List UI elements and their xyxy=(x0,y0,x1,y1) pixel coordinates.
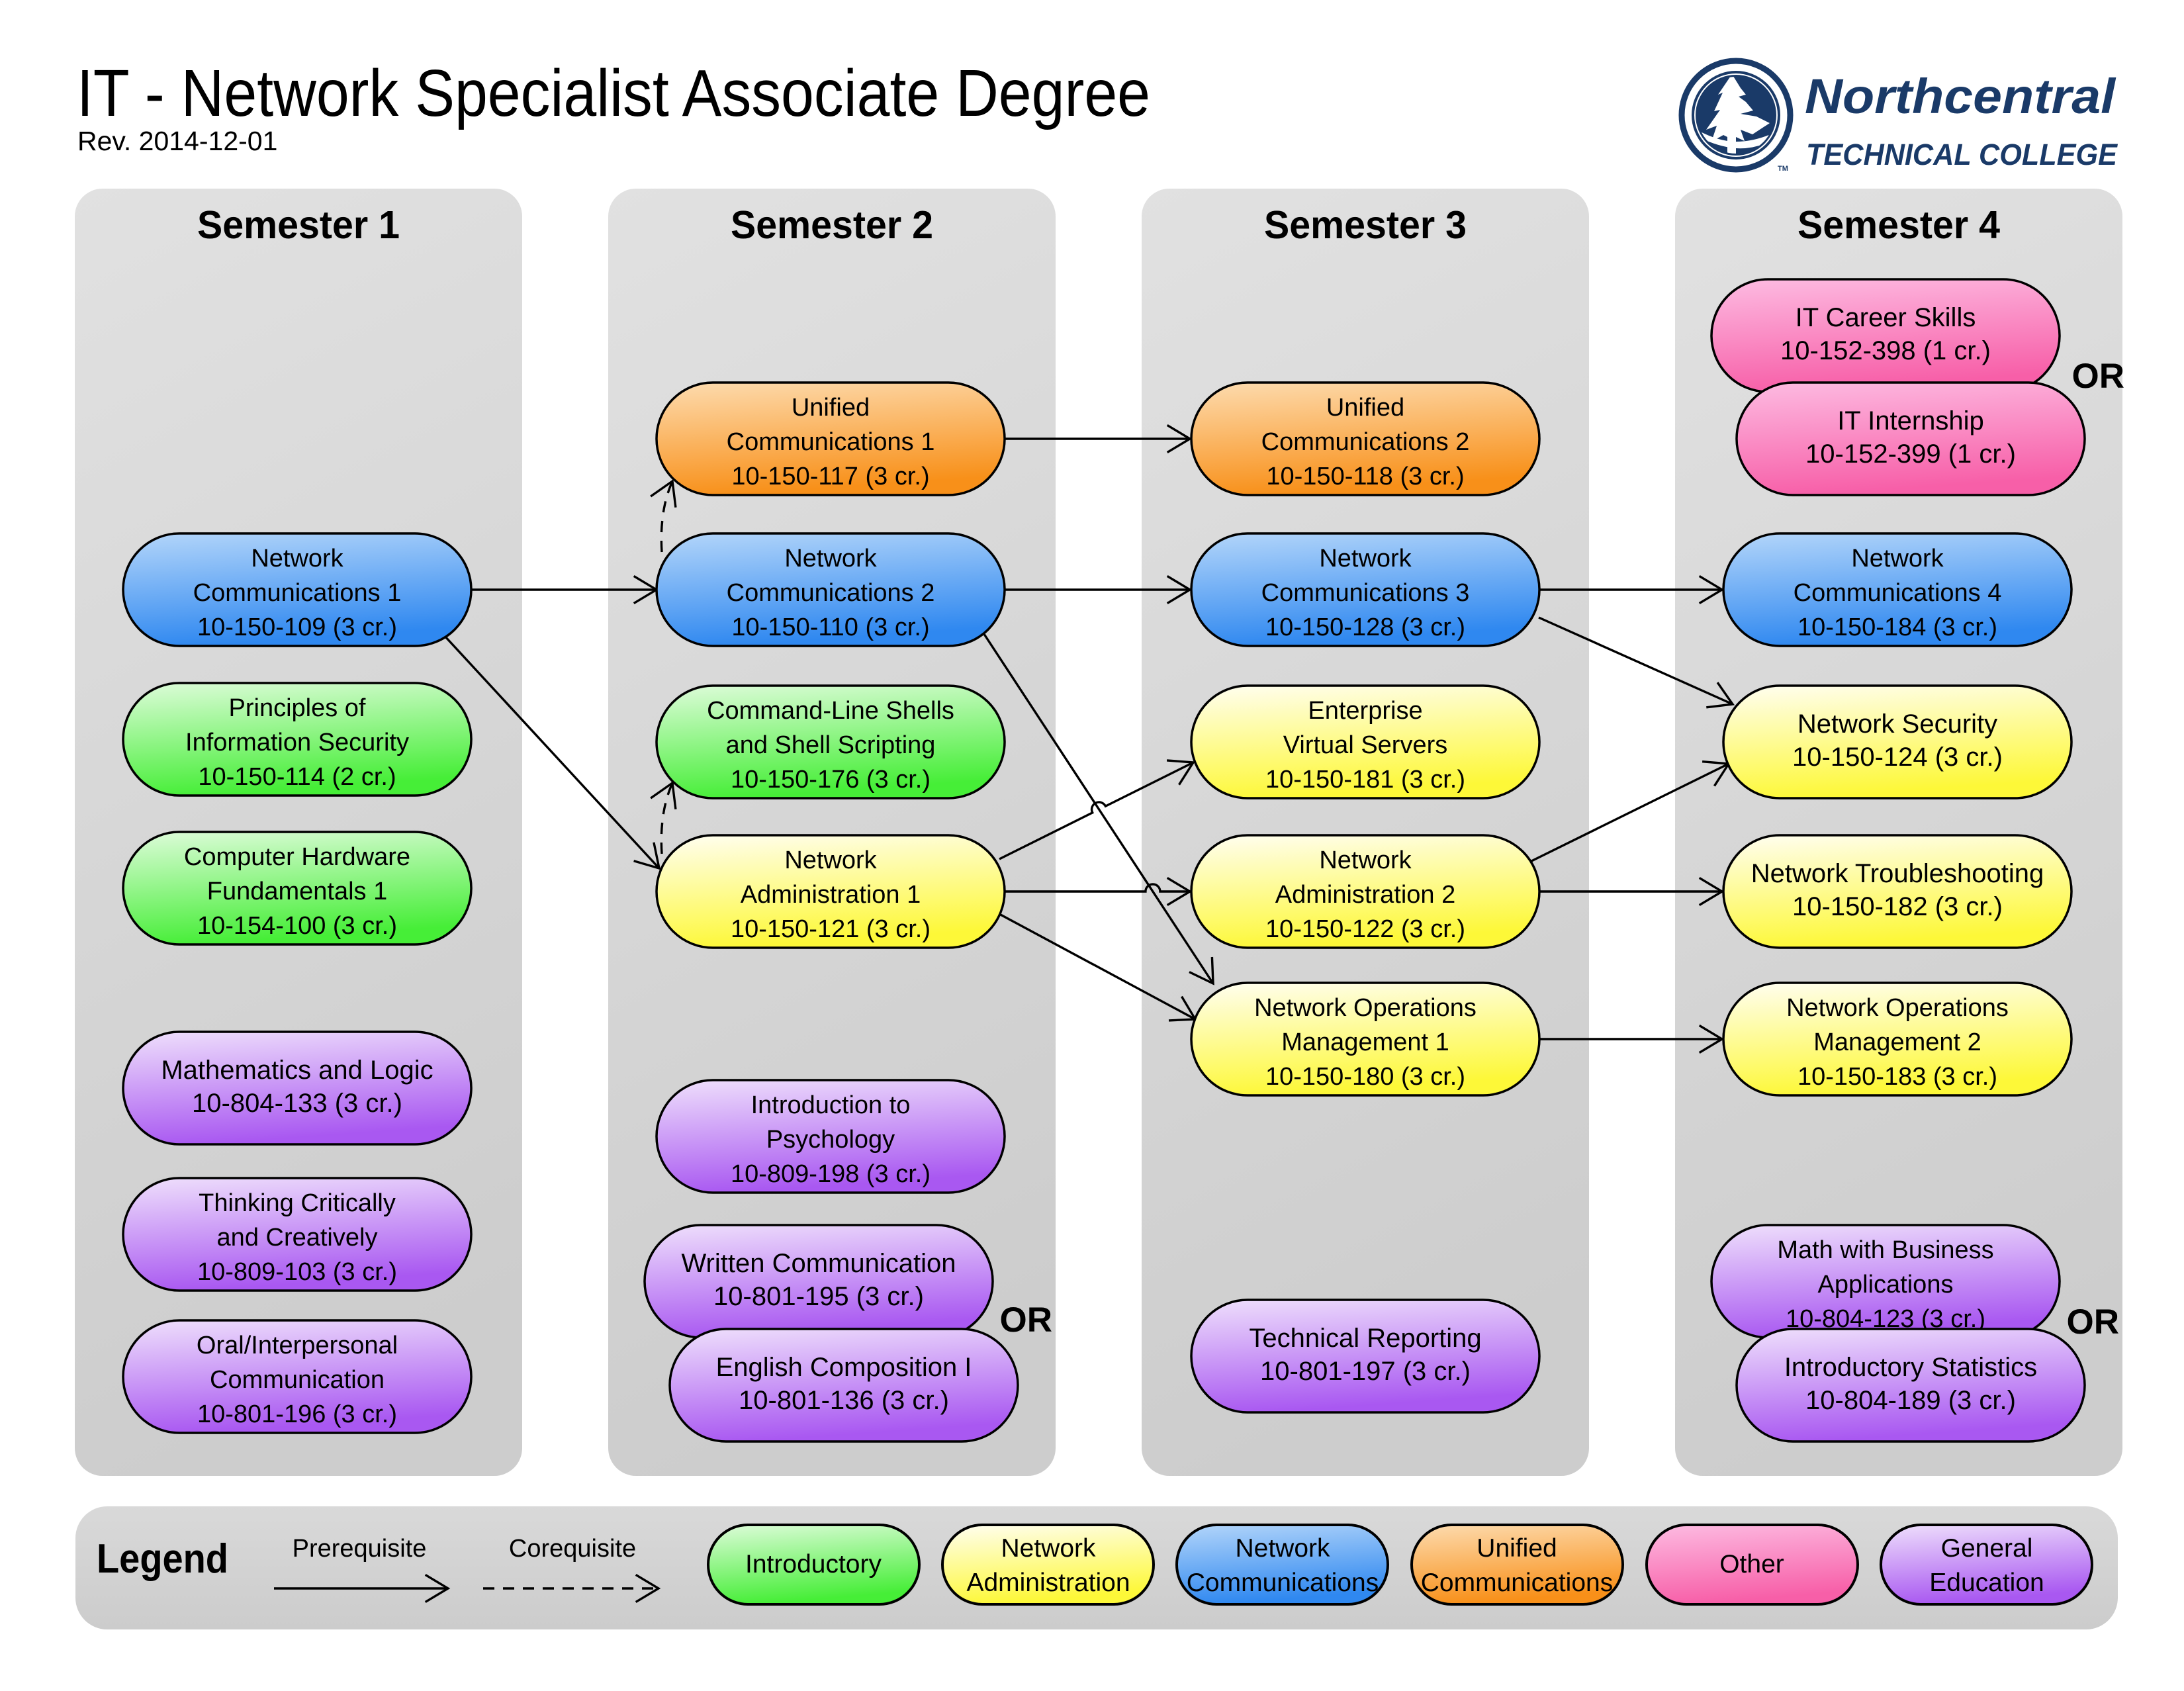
svg-text:Psychology: Psychology xyxy=(766,1126,895,1154)
svg-text:10-801-195 (3 cr.): 10-801-195 (3 cr.) xyxy=(713,1282,924,1311)
svg-text:Education: Education xyxy=(1929,1569,2044,1597)
svg-text:Technical Reporting: Technical Reporting xyxy=(1249,1324,1481,1353)
svg-text:Semester 1: Semester 1 xyxy=(197,203,400,247)
svg-text:Network Operations: Network Operations xyxy=(1254,994,1477,1022)
svg-text:10-150-180 (3 cr.): 10-150-180 (3 cr.) xyxy=(1265,1063,1465,1091)
svg-text:Communications: Communications xyxy=(1421,1569,1613,1597)
svg-text:Management 1: Management 1 xyxy=(1281,1028,1449,1056)
svg-text:Information Security: Information Security xyxy=(185,729,409,756)
svg-text:Corequisite: Corequisite xyxy=(509,1535,636,1563)
svg-text:Thinking Critically: Thinking Critically xyxy=(199,1189,396,1217)
svg-text:OR: OR xyxy=(1000,1301,1053,1340)
svg-text:Network: Network xyxy=(1851,545,1944,572)
svg-text:Network: Network xyxy=(1001,1534,1096,1563)
svg-text:IT - Network Specialist Associ: IT - Network Specialist Associate Degree xyxy=(77,56,1150,130)
svg-text:Network: Network xyxy=(1319,846,1412,874)
svg-text:OR: OR xyxy=(2072,357,2125,396)
svg-text:10-150-176 (3 cr.): 10-150-176 (3 cr.) xyxy=(731,766,931,794)
svg-text:Communications 4: Communications 4 xyxy=(1794,579,2002,607)
svg-text:Administration: Administration xyxy=(966,1569,1130,1597)
svg-text:10-150-122 (3 cr.): 10-150-122 (3 cr.) xyxy=(1265,915,1465,943)
svg-text:Applications: Applications xyxy=(1818,1271,1954,1299)
svg-text:IT Career Skills: IT Career Skills xyxy=(1796,303,1976,332)
svg-text:Command-Line Shells: Command-Line Shells xyxy=(707,697,954,725)
svg-text:Administration 2: Administration 2 xyxy=(1275,881,1455,909)
svg-text:Semester 3: Semester 3 xyxy=(1264,203,1467,247)
svg-text:10-801-136 (3 cr.): 10-801-136 (3 cr.) xyxy=(739,1386,949,1415)
svg-text:Other: Other xyxy=(1719,1550,1784,1578)
svg-text:10-809-103 (3 cr.): 10-809-103 (3 cr.) xyxy=(197,1258,397,1286)
svg-text:Fundamentals 1: Fundamentals 1 xyxy=(207,878,388,905)
svg-text:Communications 2: Communications 2 xyxy=(1261,428,1470,456)
svg-text:and Creatively: and Creatively xyxy=(217,1224,378,1252)
svg-text:IT Internship: IT Internship xyxy=(1837,406,1984,435)
svg-text:10-804-133 (3 cr.): 10-804-133 (3 cr.) xyxy=(192,1089,402,1118)
svg-text:10-150-121 (3 cr.): 10-150-121 (3 cr.) xyxy=(731,915,931,943)
svg-text:Network: Network xyxy=(784,846,877,874)
svg-text:Introduction to: Introduction to xyxy=(751,1091,911,1119)
svg-text:Communications 1: Communications 1 xyxy=(727,428,935,456)
svg-text:Network: Network xyxy=(1319,545,1412,572)
svg-text:TM: TM xyxy=(1778,165,1788,173)
svg-text:Network: Network xyxy=(251,545,343,572)
svg-text:Network: Network xyxy=(784,545,877,572)
svg-text:and Shell Scripting: and Shell Scripting xyxy=(726,731,936,759)
svg-text:10-152-398 (1 cr.): 10-152-398 (1 cr.) xyxy=(1780,336,1991,365)
svg-text:Northcentral: Northcentral xyxy=(1805,69,2116,124)
svg-text:10-801-196 (3 cr.): 10-801-196 (3 cr.) xyxy=(197,1400,397,1428)
svg-text:Semester 2: Semester 2 xyxy=(731,203,933,247)
svg-text:Unified: Unified xyxy=(792,394,870,422)
svg-text:OR: OR xyxy=(2067,1303,2120,1342)
svg-text:Mathematics and Logic: Mathematics and Logic xyxy=(161,1056,433,1085)
svg-text:Communications 3: Communications 3 xyxy=(1261,579,1470,607)
svg-text:10-801-197 (3 cr.): 10-801-197 (3 cr.) xyxy=(1260,1357,1471,1386)
svg-text:Written Communication: Written Communication xyxy=(682,1249,956,1278)
svg-text:Communication: Communication xyxy=(210,1366,385,1394)
svg-text:Administration 1: Administration 1 xyxy=(741,881,921,909)
svg-text:10-804-189 (3 cr.): 10-804-189 (3 cr.) xyxy=(1805,1386,2016,1415)
svg-text:10-150-109 (3 cr.): 10-150-109 (3 cr.) xyxy=(197,614,397,641)
svg-text:Introductory Statistics: Introductory Statistics xyxy=(1784,1353,2037,1382)
svg-text:10-150-114 (2 cr.): 10-150-114 (2 cr.) xyxy=(198,763,396,791)
svg-text:Prerequisite: Prerequisite xyxy=(293,1535,427,1563)
svg-text:10-150-124 (3 cr.): 10-150-124 (3 cr.) xyxy=(1792,743,2003,772)
svg-text:Network Troubleshooting: Network Troubleshooting xyxy=(1751,859,2044,888)
svg-text:Semester 4: Semester 4 xyxy=(1797,203,2000,247)
svg-text:Enterprise: Enterprise xyxy=(1308,697,1422,725)
svg-text:10-150-181 (3 cr.): 10-150-181 (3 cr.) xyxy=(1265,766,1465,794)
svg-text:Unified: Unified xyxy=(1326,394,1404,422)
svg-text:Legend: Legend xyxy=(97,1536,228,1582)
svg-text:10-154-100 (3 cr.): 10-154-100 (3 cr.) xyxy=(197,912,397,940)
svg-text:Network: Network xyxy=(1235,1534,1330,1563)
svg-text:10-150-118 (3 cr.): 10-150-118 (3 cr.) xyxy=(1266,463,1464,490)
svg-text:Virtual Servers: Virtual Servers xyxy=(1283,731,1448,759)
svg-text:Communications 2: Communications 2 xyxy=(727,579,935,607)
svg-text:10-150-182 (3 cr.): 10-150-182 (3 cr.) xyxy=(1792,892,2003,921)
svg-text:10-152-399 (1 cr.): 10-152-399 (1 cr.) xyxy=(1805,439,2016,469)
svg-text:Unified: Unified xyxy=(1477,1534,1557,1563)
svg-text:10-150-128 (3 cr.): 10-150-128 (3 cr.) xyxy=(1265,614,1465,641)
svg-text:Math with Business: Math with Business xyxy=(1777,1236,1993,1264)
svg-text:Introductory: Introductory xyxy=(745,1550,882,1578)
svg-text:Computer Hardware: Computer Hardware xyxy=(184,843,410,871)
svg-text:General: General xyxy=(1941,1534,2033,1563)
svg-text:Communications: Communications xyxy=(1187,1569,1379,1597)
svg-text:English Composition I: English Composition I xyxy=(716,1353,972,1382)
svg-text:10-150-183 (3 cr.): 10-150-183 (3 cr.) xyxy=(1797,1063,1997,1091)
svg-text:10-809-198 (3 cr.): 10-809-198 (3 cr.) xyxy=(731,1160,931,1188)
svg-text:Rev. 2014-12-01: Rev. 2014-12-01 xyxy=(77,126,277,156)
svg-text:TECHNICAL COLLEGE: TECHNICAL COLLEGE xyxy=(1806,138,2118,171)
svg-text:Management 2: Management 2 xyxy=(1813,1028,1981,1056)
svg-text:10-150-184 (3 cr.): 10-150-184 (3 cr.) xyxy=(1797,614,1997,641)
svg-text:10-150-110 (3 cr.): 10-150-110 (3 cr.) xyxy=(731,614,929,641)
svg-text:Network Operations: Network Operations xyxy=(1786,994,2009,1022)
svg-text:Communications 1: Communications 1 xyxy=(193,579,402,607)
svg-text:Network Security: Network Security xyxy=(1797,709,1997,739)
svg-text:Principles of: Principles of xyxy=(229,694,366,722)
svg-text:Oral/Interpersonal: Oral/Interpersonal xyxy=(197,1332,398,1359)
svg-text:10-150-117 (3 cr.): 10-150-117 (3 cr.) xyxy=(731,463,929,490)
